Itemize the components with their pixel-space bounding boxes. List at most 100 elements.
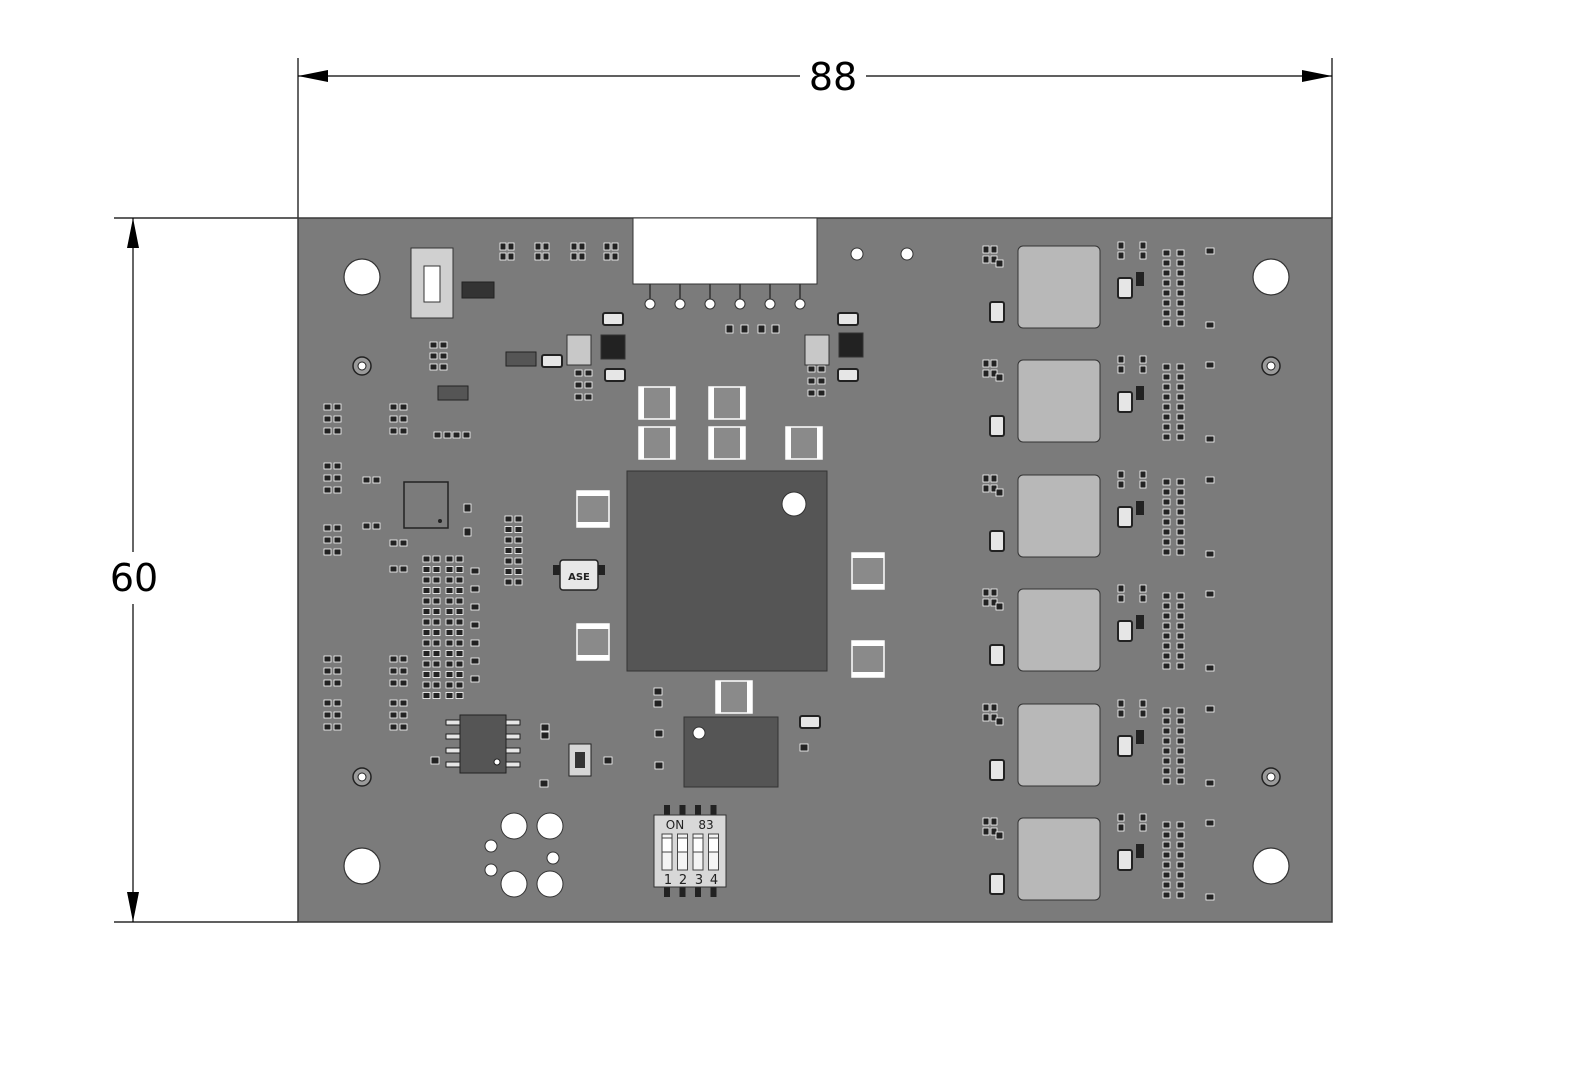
capacitor-terminal [709,427,714,459]
smd-pad [982,713,990,722]
smd-pad [1176,841,1185,849]
smd-pad [514,526,523,533]
capacitor-terminal [716,681,721,713]
smd-capacitor [602,312,624,326]
smd-pad [982,245,990,254]
smd-pad [399,565,408,573]
crystal-pad-right [597,565,605,575]
smd-pad [333,427,342,435]
smd-pad [1162,851,1171,859]
capacitor-terminal [747,681,752,713]
smd-pad [1139,470,1147,479]
capacitor-terminal [852,584,884,589]
smd-pad [1176,592,1185,600]
crystal-label: ASE [568,572,590,583]
smd-pad [1117,584,1125,593]
smd-pad [455,555,464,563]
smd-pad [455,692,464,699]
smd-pad [514,547,523,554]
dip-pin [710,805,717,817]
smd-pad [1176,518,1185,526]
smd-pad [1205,779,1215,787]
smd-pad [432,555,441,563]
test-point [850,247,864,261]
smd-pad [990,703,998,712]
led-small [484,863,498,877]
sot-transistor [461,281,495,299]
smd-pad [422,566,431,573]
smd-pad [362,522,371,530]
mounting-hole [343,258,381,296]
smd-pad [807,377,816,385]
dip-pin [679,885,686,897]
bulk-capacitor [576,623,610,661]
smd-pad [1176,747,1185,755]
smd-pad [539,779,549,788]
sot-chip [505,351,537,367]
smd-pad [470,639,480,647]
smd-pad [1176,433,1185,441]
smd-pad [990,598,998,607]
smd-pad [399,711,408,719]
main-chip-pin1-marker [781,491,807,517]
smd-pad [1205,435,1215,443]
smd-pad [995,831,1004,840]
smd-pad [1162,433,1171,441]
smd-pad [982,474,990,483]
crystal-oscillator: ASE [553,559,605,591]
smd-pad [470,621,480,629]
smd-pad [1176,717,1185,725]
smd-pad [432,597,441,605]
smd-pad [422,608,431,615]
smd-pad [1162,891,1171,899]
smd-pad [1117,594,1125,603]
smd-pad [399,655,408,663]
smd-pad [399,667,408,675]
capacitor-terminal [852,672,884,677]
smd-pad [333,415,342,423]
smd-pad [982,817,990,826]
dip-toggle [661,837,673,853]
smd-pad [432,692,441,699]
smd-pad [1176,737,1185,745]
smd-pad [1176,319,1185,327]
dip-switch-position-4: 4 [710,873,718,888]
smd-pad [452,431,461,439]
soic-leg [445,733,461,740]
smd-pad [445,692,454,699]
smd-pad [1162,707,1171,715]
mounting-holes [343,258,1290,885]
smd-pad [1176,757,1185,765]
mounting-hole [1252,258,1290,296]
smd-pad [323,711,332,719]
smd-pad [1162,279,1171,287]
crystal-body [559,559,599,591]
smd-pad [982,703,990,712]
smd-pad [1162,717,1171,725]
smd-pad [1176,861,1185,869]
smd-pad [1162,821,1171,829]
smd-pad [323,667,332,675]
smd-pad [1205,476,1215,484]
smd-pad [1162,871,1171,879]
smd-pad [445,650,454,657]
smd-pad [771,324,780,334]
smd-pad [1176,393,1185,401]
connector-pin-end [644,298,656,310]
smd-pad [653,699,663,708]
smd-pad [333,548,342,556]
smd-pad [323,403,332,411]
smd-capacitor [1117,735,1133,757]
smd-pad [1162,757,1171,765]
smd-pad [1117,813,1125,822]
soic-chip-pin1-marker [493,758,501,766]
smd-pad [534,242,542,251]
smd-pad [445,629,454,636]
smd-pad [1176,642,1185,650]
smd-pad [432,576,441,584]
smd-pad [1117,823,1125,832]
height-label: 60 [110,556,158,600]
smd-pad [333,403,342,411]
smd-pad [514,568,523,575]
